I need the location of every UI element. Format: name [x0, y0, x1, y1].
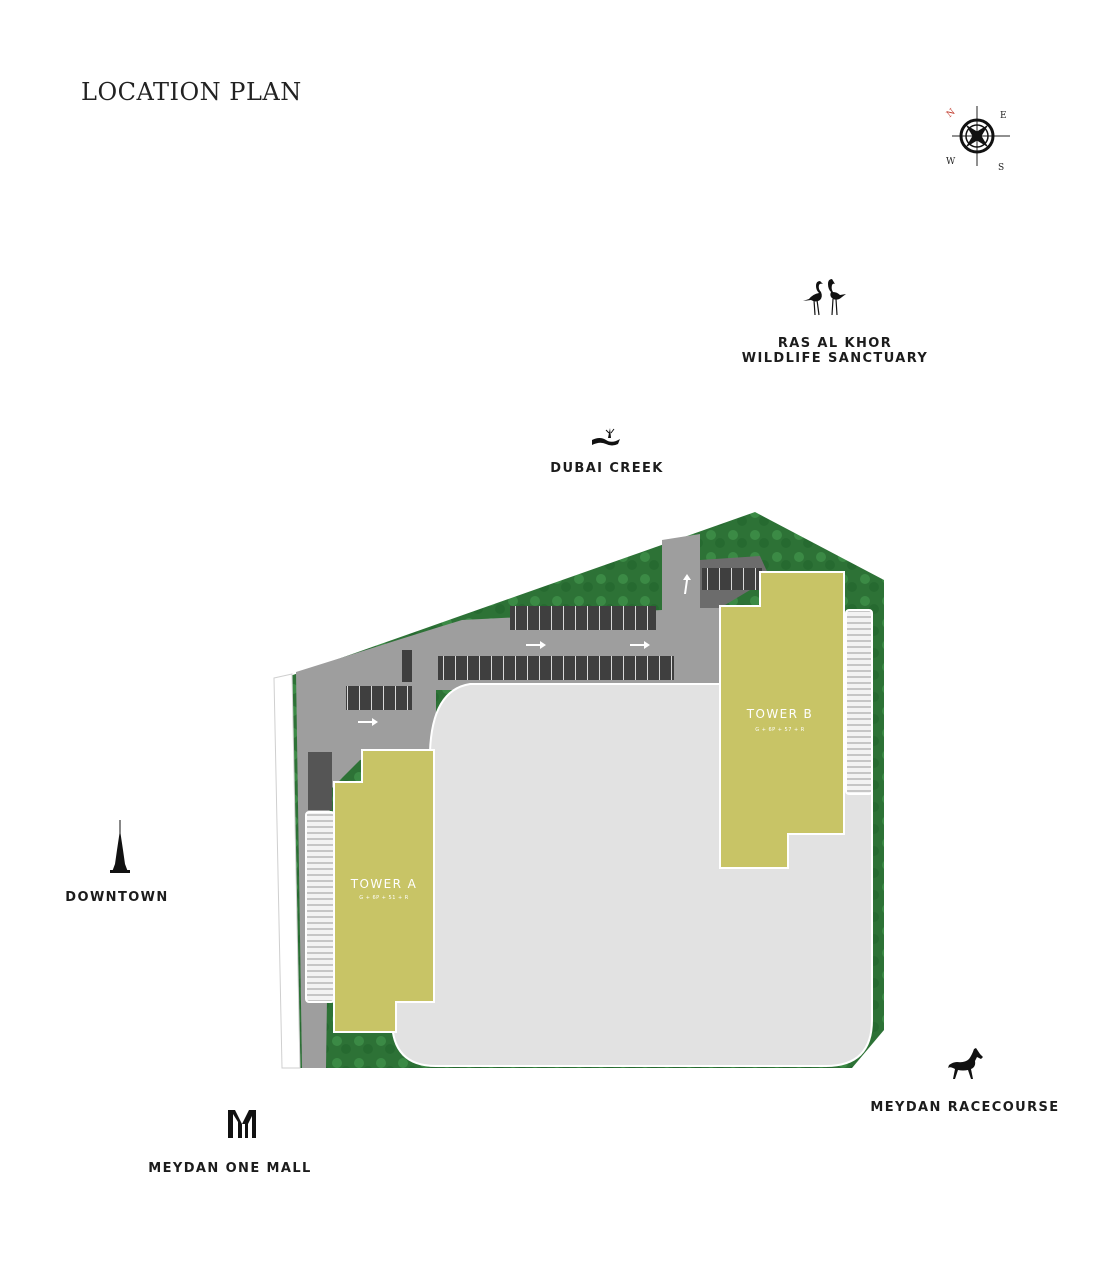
parking-row-3 — [346, 686, 412, 710]
site-edge-strip — [273, 673, 301, 1069]
horse-icon — [948, 1048, 983, 1079]
tower-a-footprint — [333, 749, 435, 1033]
tower-b-name: TOWER B — [746, 707, 813, 721]
label-dubai-creek: DUBAI CREEK — [550, 461, 664, 476]
road-arrows — [358, 574, 691, 726]
tower-b-floors: G + 6P + 57 + R — [755, 727, 805, 733]
parking-row-1 — [510, 606, 656, 630]
compass-e: E — [1000, 111, 1007, 121]
label-meydan-one-mall: MEYDAN ONE MALL — [148, 1161, 312, 1176]
label-meydan-racecourse: MEYDAN RACECOURSE — [870, 1100, 1060, 1115]
creek-icon — [592, 428, 620, 446]
tower-a-floors: G + 6P + 51 + R — [359, 895, 409, 901]
parking-row-5 — [402, 650, 412, 682]
meydan-m-logo-icon — [228, 1110, 256, 1138]
parking-row-4 — [702, 568, 762, 590]
compass-w: W — [946, 157, 956, 167]
parking-row-2 — [438, 656, 674, 680]
parking-row-6 — [308, 752, 332, 810]
tower-b-footprint — [719, 571, 845, 869]
flamingo-icon — [803, 279, 846, 316]
pergola-west — [305, 811, 335, 1003]
tower-a-name: TOWER A — [350, 877, 417, 891]
label-ras-al-khor-line1: RAS AL KHOR — [777, 336, 893, 351]
pergola-east — [845, 609, 873, 795]
label-downtown: DOWNTOWN — [65, 890, 169, 905]
label-ras-al-khor-line2: WILDLIFE SANCTUARY — [741, 351, 929, 366]
burj-khalifa-icon — [110, 820, 130, 873]
page-title: LOCATION PLAN — [81, 78, 302, 106]
compass-rose-icon: N E S W — [945, 106, 1010, 173]
compass-s: S — [998, 163, 1004, 173]
